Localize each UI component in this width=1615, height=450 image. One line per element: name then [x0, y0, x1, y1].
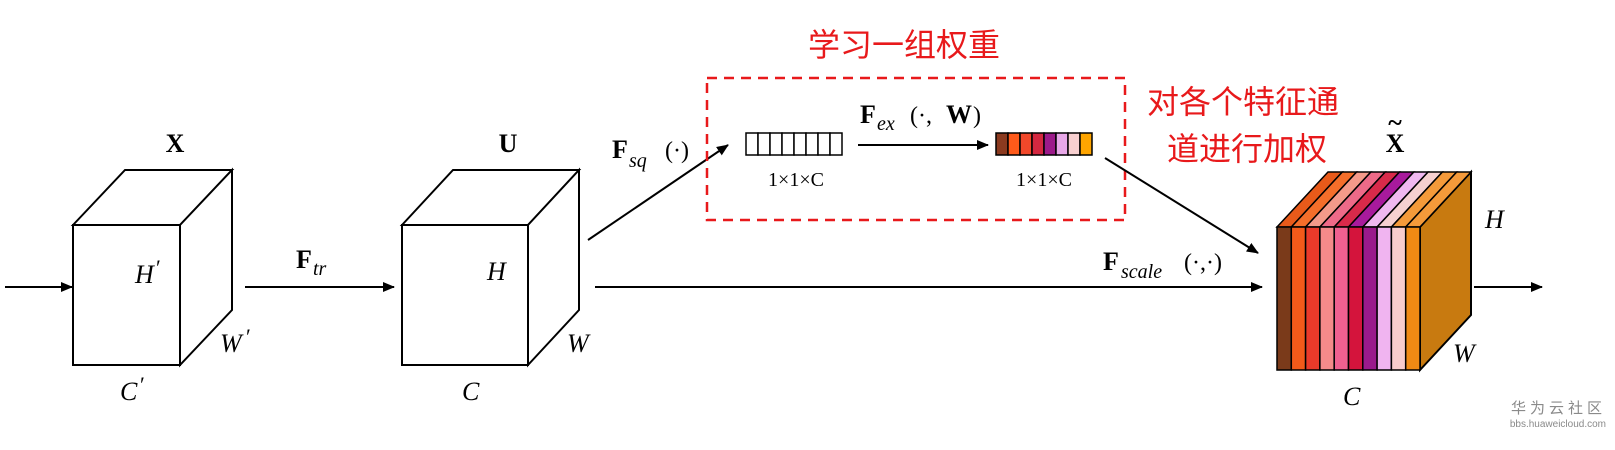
squeeze-cell — [817, 132, 831, 156]
excite-cell — [1079, 132, 1093, 156]
learn-weights-label: 学习一组权重 — [808, 27, 1000, 63]
cube-x-tilde-w-label: W — [1453, 339, 1477, 368]
svg-text:(·,: (·, — [910, 103, 932, 129]
cube-x-tilde-channel-slice — [1376, 226, 1393, 371]
cube-x-tilde — [1275, 169, 1473, 373]
svg-text:): ) — [973, 103, 981, 129]
excite-cell — [1043, 132, 1057, 156]
svg-text:sq: sq — [629, 150, 647, 172]
cube-u — [399, 167, 582, 368]
excite-cell — [1007, 132, 1021, 156]
svg-text:F: F — [296, 245, 312, 274]
svg-text:tr: tr — [313, 258, 327, 280]
svg-text:′: ′ — [140, 372, 145, 397]
cube-x-tilde-h-label: H — [1484, 205, 1505, 234]
svg-text:华为云社区: 华为云社区 — [1511, 400, 1606, 417]
cube-x-tilde-channel-slice — [1319, 226, 1335, 371]
svg-text:F: F — [612, 135, 628, 164]
f-sq-label: F sq (·) — [612, 135, 689, 172]
svg-text:(·): (·) — [665, 138, 689, 164]
svg-text:ex: ex — [877, 113, 895, 135]
excite-cell — [1067, 132, 1081, 156]
cube-x-tilde-channel-slice — [1404, 226, 1421, 371]
cube-u-h-label: H — [486, 257, 507, 286]
cube-x-tilde-c-label: C — [1343, 382, 1361, 411]
cube-x-tilde-channel-slice — [1390, 226, 1407, 371]
excite-cell — [1055, 132, 1069, 156]
cube-x — [70, 167, 235, 368]
cube-x-tilde-channel-slice — [1276, 226, 1293, 371]
svg-text:(·,·): (·,·) — [1184, 250, 1222, 276]
f-sq-arrow — [587, 144, 729, 241]
squeeze-dim-label: 1×1×C — [768, 169, 824, 191]
weight-channels-label-line2: 道进行加权 — [1167, 131, 1327, 167]
excite-vector — [995, 132, 1093, 156]
learn-weights-box — [705, 76, 1127, 222]
cube-x-tilde-channel-slice — [1347, 226, 1364, 371]
cube-x-tilde-label: X ~ — [1386, 108, 1405, 158]
squeeze-cell — [805, 132, 819, 156]
svg-text:~: ~ — [1388, 108, 1402, 137]
excite-cell — [1019, 132, 1033, 156]
squeeze-vector — [745, 132, 843, 156]
cube-x-tilde-channel-slice — [1304, 226, 1321, 371]
cube-x-tilde-channel-slice — [1333, 226, 1350, 371]
svg-text:W: W — [220, 329, 244, 358]
svg-text:H: H — [134, 260, 155, 289]
excite-cell — [995, 132, 1009, 156]
f-ex-label: F ex (·, W ) — [860, 100, 981, 135]
watermark: 华为云社区 bbs.huaweicloud.com — [1510, 400, 1606, 430]
svg-text:C: C — [120, 377, 138, 406]
weight-channels-label-line1: 对各个特征通 — [1147, 84, 1339, 120]
cube-x-label: X — [166, 129, 185, 158]
excite-dim-label: 1×1×C — [1016, 169, 1072, 191]
svg-text:F: F — [1103, 247, 1119, 276]
cube-u-c-label: C — [462, 377, 480, 406]
svg-text:F: F — [860, 100, 876, 129]
svg-text:W: W — [946, 100, 972, 129]
svg-text:′: ′ — [156, 255, 161, 280]
squeeze-cell — [769, 132, 783, 156]
f-scale-diagonal-arrow — [1104, 157, 1259, 254]
svg-text:scale: scale — [1121, 261, 1162, 283]
squeeze-cell — [781, 132, 795, 156]
f-tr-label: F tr — [296, 245, 327, 280]
cube-x-h-label: H ′ — [134, 255, 161, 289]
svg-text:X: X — [1386, 129, 1405, 158]
squeeze-cell — [793, 132, 807, 156]
f-scale-label: F scale (·,·) — [1103, 247, 1222, 283]
squeeze-cell — [757, 132, 771, 156]
cube-x-tilde-channel-slice — [1362, 226, 1378, 371]
cube-u-label: U — [499, 129, 518, 158]
svg-text:bbs.huaweicloud.com: bbs.huaweicloud.com — [1510, 419, 1606, 430]
squeeze-cell — [745, 132, 759, 156]
cube-u-w-label: W — [567, 329, 591, 358]
squeeze-cell — [829, 132, 843, 156]
cube-x-tilde-channel-slice — [1290, 226, 1307, 371]
cube-x-c-label: C ′ — [120, 372, 145, 406]
excite-cell — [1031, 132, 1045, 156]
svg-text:′: ′ — [246, 324, 251, 349]
cube-x-w-label: W ′ — [220, 324, 251, 358]
